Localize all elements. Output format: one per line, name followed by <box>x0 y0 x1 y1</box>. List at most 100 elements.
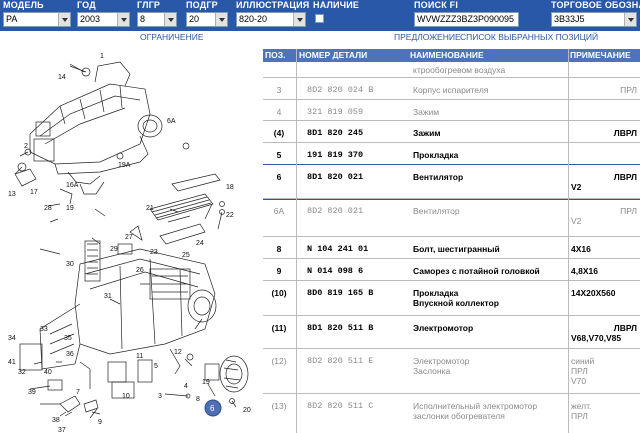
year-select[interactable]: 2003 <box>77 12 130 27</box>
row-note-variant: ЛВРЛ <box>613 172 637 182</box>
podgr-select[interactable]: 20 <box>186 12 228 27</box>
presence-checkbox[interactable] <box>315 14 324 23</box>
glgr-filter: ГЛГР 8 <box>137 0 177 27</box>
row-separator <box>263 280 640 281</box>
header-note[interactable]: ПРИМЕЧАНИЕ <box>570 50 631 60</box>
diagram-label: 27 <box>125 234 133 241</box>
row-part-number: 8D1 820 021 <box>307 172 364 182</box>
diagram-label: 32 <box>18 369 26 376</box>
chevron-down-icon[interactable] <box>215 13 227 26</box>
row-note: ПРЛ <box>571 85 637 95</box>
diagram-label: 14 <box>58 74 66 81</box>
row-note-line: V2 <box>571 216 582 226</box>
row-part-name-line: ктрообогревом воздуха <box>413 65 506 75</box>
diagram-label: 38 <box>52 417 60 424</box>
link-row: ОГРАНИЧЕНИЕ ПРЕДЛОЖЕНИЕ СПИСОК ВЫБРАННЫХ… <box>0 31 640 43</box>
diagram-label: 3 <box>158 393 162 400</box>
row-note-line: 4,8X16 <box>571 266 598 276</box>
model-label: МОДЕЛЬ <box>3 0 44 10</box>
podgr-value: 20 <box>189 14 200 24</box>
row-position: 8 <box>276 244 282 254</box>
chevron-down-icon[interactable] <box>58 13 70 26</box>
row-note-line: желт. <box>571 401 592 411</box>
row-position: (12) <box>271 356 287 366</box>
illustration-value: 820-20 <box>239 14 268 24</box>
podgr-label: ПОДГР <box>186 0 218 10</box>
diagram-label: 34 <box>8 335 16 342</box>
trade-value: 3B33J5 <box>554 14 585 24</box>
search-fi-input[interactable]: WVWZZZ3BZ3P090095 <box>414 12 519 27</box>
row-part-name-line: Вентилятор <box>413 172 464 182</box>
row-part-name-line: Электромотор <box>413 323 474 333</box>
trade-label: ТОРГОВОЕ ОБОЗНА <box>551 0 640 10</box>
chevron-down-icon[interactable] <box>164 13 176 26</box>
table-row[interactable]: ктрообогревом воздуха <box>263 62 640 78</box>
row-note: ЛВРЛ V2 <box>571 172 637 192</box>
row-note-line: 14X20X560 <box>571 288 616 298</box>
selected-part-marker[interactable]: 6 <box>204 399 222 417</box>
row-part-number: 8D2 820 024 B <box>307 85 374 95</box>
model-value: PA <box>6 14 18 24</box>
diagram-label: 41 <box>8 359 16 366</box>
diagram-label: 19 <box>202 379 210 386</box>
diagram-label: 24 <box>196 240 204 247</box>
row-part-name-line: Впускной коллектор <box>413 298 499 308</box>
row-separator <box>263 315 640 316</box>
diagram-label: 5 <box>154 363 158 370</box>
row-note-variant: ПРЛ <box>620 85 637 95</box>
search-fi-value: WVWZZZ3BZ3P090095 <box>417 14 515 24</box>
diagram-label: 29 <box>110 246 118 253</box>
model-select[interactable]: PA <box>3 12 71 27</box>
row-note-line: V70 <box>571 376 587 386</box>
restriction-link[interactable]: ОГРАНИЧЕНИЕ <box>140 32 204 42</box>
chevron-down-icon[interactable] <box>293 13 305 26</box>
row-position: 4 <box>276 107 282 117</box>
selected-list-link[interactable]: СПИСОК ВЫБРАННЫХ ПОЗИЦИЙ <box>460 32 599 42</box>
glgr-value: 8 <box>140 14 146 24</box>
row-note-line: ПРЛ <box>571 366 588 376</box>
row-position: 3 <box>276 85 282 95</box>
header-name[interactable]: НАИМЕНОВАНИЕ <box>410 50 484 60</box>
diagram-label: 23 <box>150 249 158 256</box>
row-note-line: 4X16 <box>571 244 591 254</box>
header-pos[interactable]: ПОЗ. <box>265 50 286 60</box>
presence-label: НАЛИЧИЕ <box>313 0 360 10</box>
chevron-down-icon[interactable] <box>624 13 636 26</box>
offer-link[interactable]: ПРЕДЛОЖЕНИЕ <box>394 32 461 42</box>
row-note-variant: ЛВРЛ <box>613 128 637 138</box>
diagram-label: 17 <box>30 189 38 196</box>
diagram-label: 28 <box>44 205 52 212</box>
illustration-filter: ИЛЛЮСТРАЦИЯ 820-20 <box>236 0 309 27</box>
glgr-select[interactable]: 8 <box>137 12 177 27</box>
row-note: желт.ПРЛ <box>571 401 637 421</box>
trade-select[interactable]: 3B33J5 <box>551 12 637 27</box>
row-note-variant: ЛВРЛ <box>613 323 637 333</box>
row-part-name-line: Прокладка <box>413 150 459 160</box>
diagram-label: 37 <box>58 427 66 433</box>
diagram-label: 26 <box>136 267 144 274</box>
illustration-select[interactable]: 820-20 <box>236 12 306 27</box>
column-divider <box>296 49 297 433</box>
row-note-line: V2 <box>571 182 582 192</box>
chevron-down-icon[interactable] <box>117 13 129 26</box>
header-number[interactable]: НОМЕР ДЕТАЛИ <box>299 50 368 60</box>
presence-checkbox-wrap <box>313 12 373 28</box>
row-separator <box>263 77 640 78</box>
diagram-label: 10 <box>122 393 130 400</box>
